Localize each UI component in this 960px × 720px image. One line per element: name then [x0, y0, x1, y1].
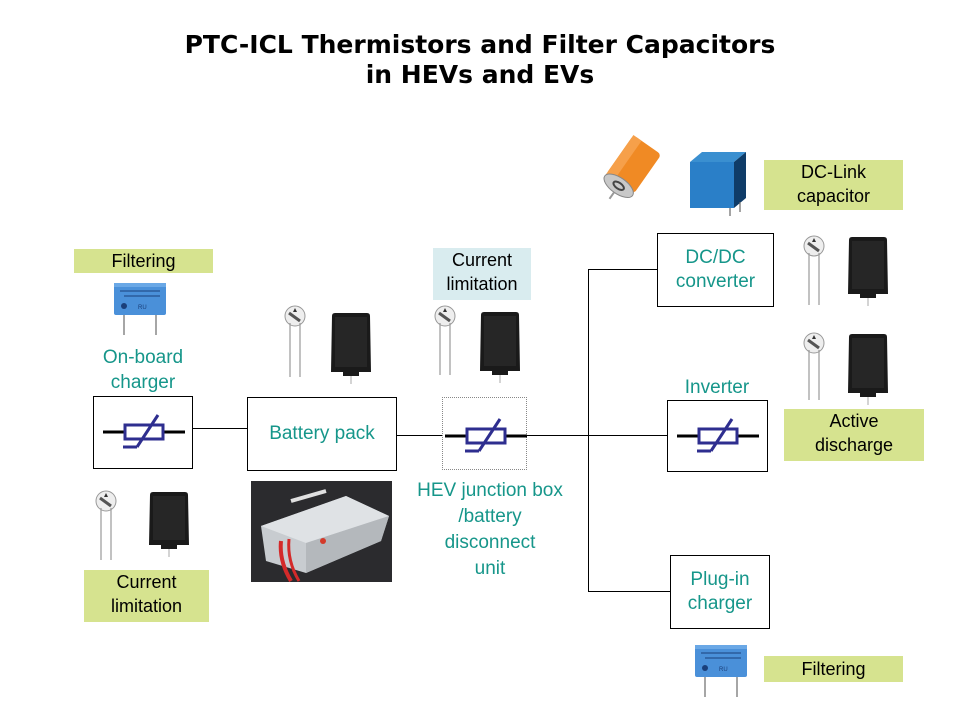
- svg-text:RU: RU: [719, 667, 728, 673]
- film-capacitor-blue-icon: [688, 150, 748, 216]
- active-discharge-label-1: Active: [829, 411, 879, 431]
- electrolytic-capacitor-icon: [598, 135, 660, 207]
- block-thermistor-icon: [846, 236, 890, 306]
- dc-link-label: DC-Link capacitor: [764, 160, 903, 210]
- block-thermistor-icon: [478, 311, 522, 383]
- wire-bus-dcdc: [588, 269, 658, 270]
- wire-onboard-battery: [193, 428, 248, 429]
- disc-thermistor-icon: [803, 235, 825, 305]
- inverter-label: Inverter: [684, 377, 750, 398]
- wire-junction-bus: [526, 435, 668, 436]
- filtering-label-left-text: Filtering: [111, 251, 176, 271]
- disc-thermistor-icon: [803, 332, 825, 400]
- wire-battery-junction: [396, 435, 443, 436]
- current-limitation-center-2: limitation: [446, 274, 518, 294]
- dc-link-label-2: capacitor: [796, 186, 871, 206]
- onboard-charger-label-1: On-board: [102, 347, 184, 368]
- filtering-label-right: Filtering: [764, 656, 903, 682]
- plugin-charger-label-1: Plug-in: [690, 569, 750, 590]
- dcdc-label-1: DC/DC: [685, 247, 746, 268]
- junction-box-label-3: disconnect: [444, 532, 536, 553]
- current-limitation-left-1: Current: [116, 572, 177, 592]
- active-discharge-label: Active discharge: [784, 409, 924, 461]
- junction-box-label: HEV junction box /battery disconnect uni…: [395, 478, 585, 582]
- junction-box-label-1: HEV junction box: [417, 480, 563, 501]
- plugin-charger-label-2: charger: [687, 593, 753, 614]
- block-thermistor-icon: [846, 333, 890, 405]
- ptc-thermistor-symbol-icon: [103, 411, 185, 453]
- dc-link-label-1: DC-Link: [800, 162, 866, 182]
- dcdc-label-2: converter: [675, 271, 756, 292]
- junction-box-label-4: unit: [474, 558, 506, 579]
- onboard-charger-label: On-board charger: [78, 345, 208, 395]
- page-title: PTC-ICL Thermistors and Filter Capacitor…: [0, 30, 960, 90]
- junction-box-label-2: /battery: [458, 506, 522, 527]
- active-discharge-label-2: discharge: [814, 435, 894, 455]
- current-limitation-left-2: limitation: [110, 596, 183, 616]
- svg-text:RU: RU: [138, 305, 147, 311]
- film-capacitor-icon: RU: [112, 281, 168, 336]
- inverter-box[interactable]: [667, 400, 768, 472]
- filtering-label-right-text: Filtering: [801, 659, 866, 679]
- current-limitation-label-center: Current limitation: [433, 248, 531, 300]
- onboard-charger-label-2: charger: [110, 372, 176, 393]
- disc-thermistor-icon: [95, 490, 117, 560]
- dcdc-converter-box[interactable]: DC/DC converter: [657, 233, 774, 307]
- onboard-charger-box[interactable]: [93, 396, 193, 469]
- block-thermistor-icon: [147, 491, 191, 557]
- film-capacitor-icon: RU: [693, 643, 749, 698]
- ptc-thermistor-symbol-icon: [445, 415, 527, 457]
- title-line-1: PTC-ICL Thermistors and Filter Capacitor…: [184, 30, 776, 59]
- disc-thermistor-icon: [434, 305, 456, 375]
- dcdc-converter-label-wrap: DC/DC converter: [658, 234, 773, 306]
- disc-thermistor-icon: [284, 305, 306, 377]
- ptc-thermistor-symbol-icon: [677, 415, 759, 457]
- junction-box[interactable]: [442, 397, 527, 470]
- battery-pack-label: Battery pack: [269, 423, 375, 444]
- current-limitation-label-left: Current limitation: [84, 570, 209, 622]
- wire-bus-plugin: [588, 591, 670, 592]
- block-thermistor-icon: [329, 312, 373, 384]
- title-line-2: in HEVs and EVs: [365, 60, 595, 89]
- current-limitation-center-1: Current: [451, 250, 513, 270]
- wire-bus-vertical: [588, 269, 589, 591]
- battery-pack-photo-icon: [251, 481, 392, 582]
- plugin-charger-box[interactable]: Plug-in charger: [670, 555, 770, 629]
- plugin-charger-label-wrap: Plug-in charger: [671, 556, 769, 628]
- filtering-label-left: Filtering: [74, 249, 213, 273]
- battery-pack-box[interactable]: Battery pack: [247, 397, 397, 471]
